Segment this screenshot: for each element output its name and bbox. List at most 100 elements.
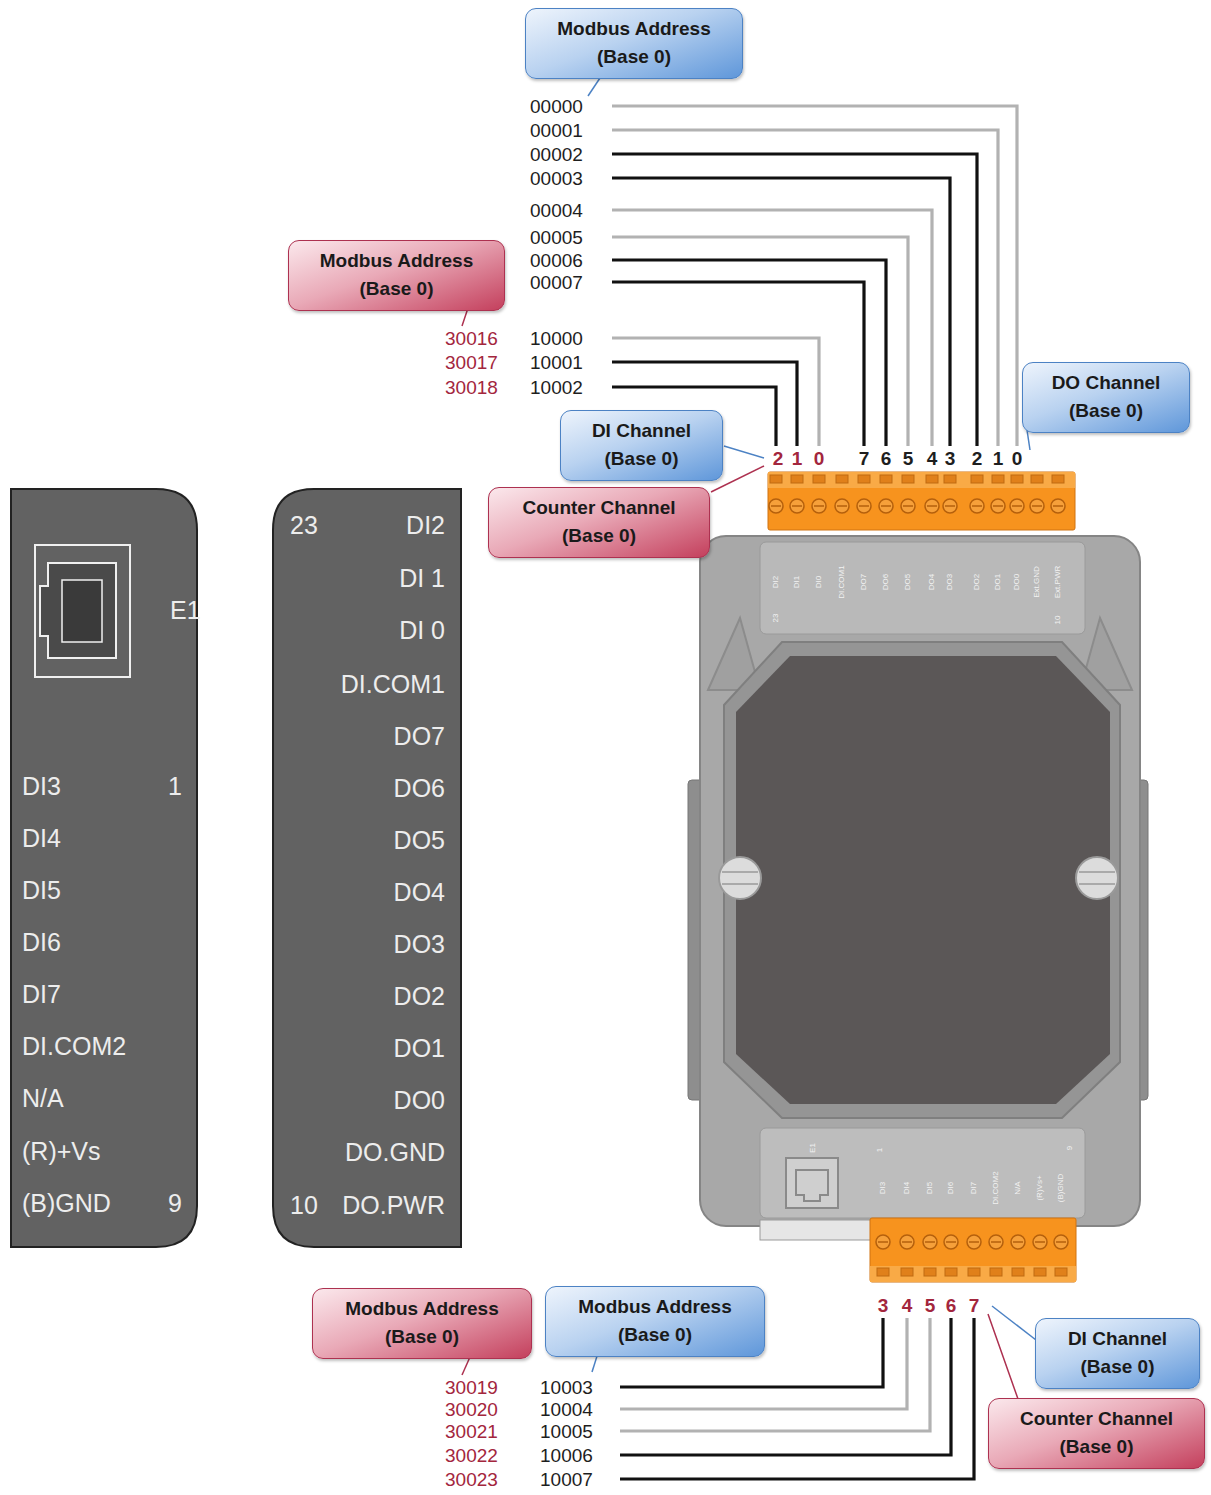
- terminal-marking: (B)GND: [1057, 1174, 1065, 1202]
- terminal-marking: (R)Vs+: [1036, 1175, 1044, 1200]
- modbus-address: 10000: [530, 329, 583, 348]
- panel-outline: [10, 488, 198, 1248]
- pin-name: DI7: [22, 982, 61, 1007]
- channel-number: 1: [792, 449, 803, 468]
- terminal-marking: DO0: [1013, 574, 1021, 590]
- channel-number: 3: [878, 1296, 889, 1315]
- pin-name: DI.COM1: [341, 672, 445, 697]
- callout-text: Modbus Address (Base 0): [566, 1293, 744, 1348]
- modbus-address: 10005: [540, 1422, 593, 1441]
- pin-name: DI6: [22, 930, 61, 955]
- modbus-address: 00004: [530, 201, 583, 220]
- terminal-marking: DI4: [903, 1182, 911, 1194]
- counter-address: 30016: [445, 329, 498, 348]
- modbus-address: 00001: [530, 121, 583, 140]
- counter-address: 30018: [445, 378, 498, 397]
- counter-address: 30020: [445, 1400, 498, 1419]
- terminal-marking: DO3: [946, 574, 954, 590]
- modbus-address: 00006: [530, 251, 583, 270]
- terminal-marking: DI5: [926, 1182, 934, 1194]
- wire: [612, 106, 1017, 446]
- panel-outline: [272, 488, 462, 1248]
- pin-name: (R)+Vs: [22, 1139, 100, 1164]
- pin-label-panel: 23DI2DI 1DI 0DI.COM1DO7DO6DO5DO4DO3DO2DO…: [272, 488, 462, 1248]
- pin-name: DO2: [394, 984, 445, 1009]
- callout-text: Counter Channel (Base 0): [509, 494, 689, 549]
- callout-text: Modbus Address (Base 0): [333, 1295, 511, 1350]
- callout-box: Modbus Address (Base 0): [288, 240, 505, 311]
- callout-box: Modbus Address (Base 0): [312, 1288, 532, 1359]
- pin-name: DO.GND: [345, 1140, 445, 1165]
- terminal-marking: DI6: [947, 1182, 955, 1194]
- pin-name: DO0: [394, 1088, 445, 1113]
- modbus-address: 10007: [540, 1470, 593, 1489]
- terminal-marking: DO2: [973, 574, 981, 590]
- pin-name: (B)GND: [22, 1191, 111, 1216]
- pin-name: E1: [170, 598, 201, 623]
- pin-name: DO7: [394, 724, 445, 749]
- terminal-marking: E1: [809, 1143, 817, 1153]
- terminal-marking: 23: [772, 614, 780, 623]
- counter-address: 30019: [445, 1378, 498, 1397]
- pin-name: DI5: [22, 878, 61, 903]
- pin-name: N/A: [22, 1086, 64, 1111]
- terminal-marking: 9: [1066, 1146, 1074, 1150]
- channel-number: 7: [859, 449, 870, 468]
- pin-name: DO5: [394, 828, 445, 853]
- callout-text: DI Channel (Base 0): [1056, 1325, 1179, 1380]
- channel-number: 0: [814, 449, 825, 468]
- terminal-block: [768, 472, 1075, 530]
- callout-box: DI Channel (Base 0): [560, 410, 723, 481]
- channel-number: 1: [993, 449, 1004, 468]
- modbus-address: 00005: [530, 228, 583, 247]
- modbus-address: 00007: [530, 273, 583, 292]
- pin-name: 23: [290, 513, 318, 538]
- terminal-marking: N/A: [1014, 1181, 1022, 1194]
- pin-name: DO4: [394, 880, 445, 905]
- terminal-marking: 1: [876, 1148, 884, 1152]
- channel-number: 4: [927, 449, 938, 468]
- terminal-marking: DO1: [994, 574, 1002, 590]
- terminal-marking: DI7: [970, 1182, 978, 1194]
- terminal-marking: DO4: [928, 574, 936, 590]
- wires: [612, 106, 1017, 1479]
- modbus-address: 10002: [530, 378, 583, 397]
- terminal-marking: DI3: [879, 1182, 887, 1194]
- module-body: [688, 536, 1148, 1240]
- pin-name: DI 0: [399, 618, 445, 643]
- counter-address: 30021: [445, 1422, 498, 1441]
- ethernet-port-icon: [35, 545, 130, 677]
- pin-name: DO6: [394, 776, 445, 801]
- callout-box: Modbus Address (Base 0): [545, 1286, 765, 1357]
- modbus-address: 10004: [540, 1400, 593, 1419]
- pin-name: DI3: [22, 774, 61, 799]
- counter-address: 30023: [445, 1470, 498, 1489]
- terminal-marking: DO7: [860, 574, 868, 590]
- leader-lines: [462, 78, 1036, 1399]
- channel-number: 2: [972, 449, 983, 468]
- callout-text: Modbus Address (Base 0): [546, 15, 722, 70]
- ethernet-jack: [40, 563, 116, 658]
- modbus-address: 10006: [540, 1446, 593, 1465]
- channel-number: 4: [902, 1296, 913, 1315]
- terminal-marking: DI.COM2: [992, 1171, 1000, 1204]
- modbus-address: 10003: [540, 1378, 593, 1397]
- modbus-address: 00002: [530, 145, 583, 164]
- modbus-address: 00003: [530, 169, 583, 188]
- modbus-address: 10001: [530, 353, 583, 372]
- channel-number: 3: [945, 449, 956, 468]
- pin-name: DI 1: [399, 566, 445, 591]
- counter-address: 30017: [445, 353, 498, 372]
- terminal-marking: 10: [1054, 616, 1062, 625]
- channel-number: 5: [925, 1296, 936, 1315]
- terminal-marking: Ext.PWR: [1054, 566, 1062, 598]
- channel-number: 7: [969, 1296, 980, 1315]
- callout-text: Modbus Address (Base 0): [309, 247, 484, 302]
- pin-name: 10: [290, 1193, 318, 1218]
- pin-label-panel: E1DI31DI4DI5DI6DI7DI.COM2N/A(R)+Vs(B)GND…: [10, 488, 198, 1248]
- counter-address: 30022: [445, 1446, 498, 1465]
- pin-name: DI2: [406, 513, 445, 538]
- callout-box: Counter Channel (Base 0): [488, 487, 710, 558]
